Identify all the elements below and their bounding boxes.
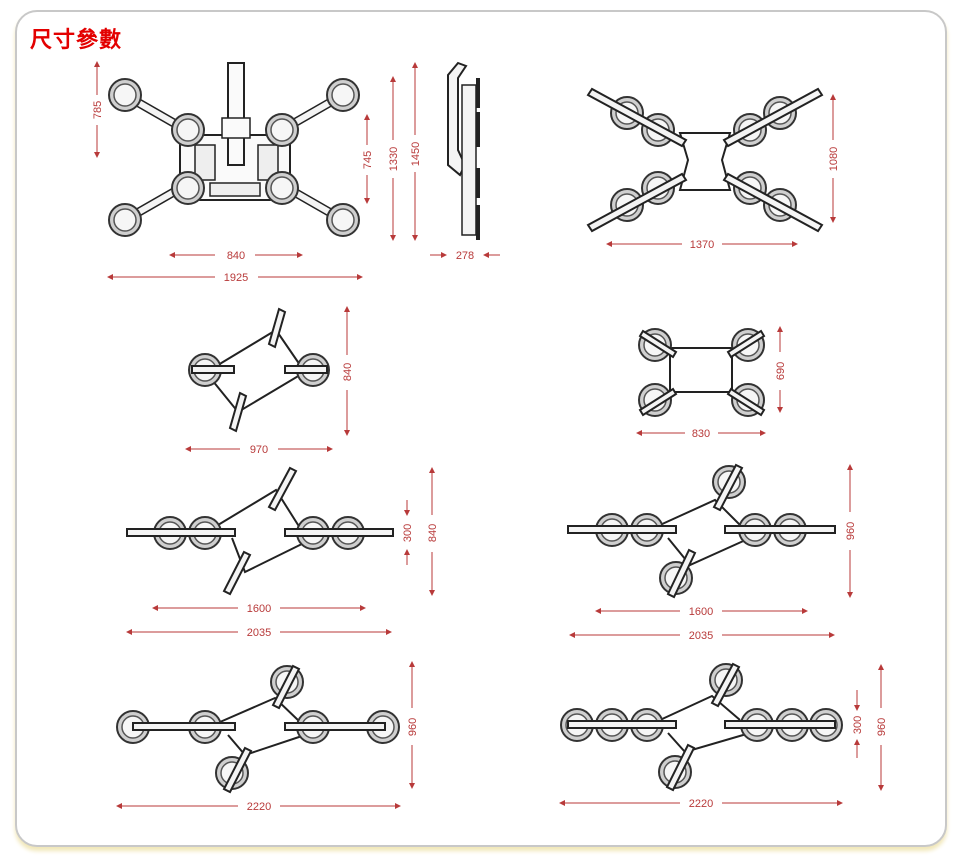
diagram-side-view: 278 [430,61,500,262]
dim-label: 278 [456,250,474,262]
dim-label: 1600 [247,603,271,615]
dim-label: 840 [342,363,354,381]
dim-label: 960 [876,718,888,736]
dim-label: 1450 [410,142,422,166]
dim-label: 1925 [224,272,248,284]
dim-label: 785 [92,101,104,119]
diagram-2-pad: 840 970 [185,306,354,456]
dim-label: 300 [402,524,414,542]
diagram-8-pad-wide: 300 960 2220 [559,662,888,810]
dim-label: 960 [407,718,419,736]
diagram-8-pad-diagonal: 1080 1370 [586,87,840,251]
dim-label: 1330 [388,147,400,171]
dim-label: 2035 [247,627,271,639]
diagram-6-pad-wide: 960 2220 [116,661,419,813]
dim-label: 830 [692,428,710,440]
diagram-8-pad-x-frame: 785 745 1330 1450 840 1925 [92,61,422,284]
dim-label: 1080 [828,147,840,171]
spec-card [15,10,947,847]
dim-label: 690 [775,362,787,380]
diagram-4-pad-extended: 300 840 1600 2035 [126,466,439,639]
dim-label: 960 [845,522,857,540]
dim-label: 840 [227,250,245,262]
dim-label: 1600 [689,606,713,618]
dim-label: 745 [362,151,374,169]
dim-label: 840 [427,524,439,542]
dim-label: 2220 [689,798,713,810]
diagram-4-pad-compact: 690 830 [636,326,787,440]
dim-label: 2035 [689,630,713,642]
dim-label: 970 [250,444,268,456]
dim-label: 1370 [690,239,714,251]
diagram-6-pad: 960 1600 2035 [567,463,857,642]
dim-label: 2220 [247,801,271,813]
page-title: 尺寸參數 [30,28,123,53]
dim-label: 300 [852,716,864,734]
